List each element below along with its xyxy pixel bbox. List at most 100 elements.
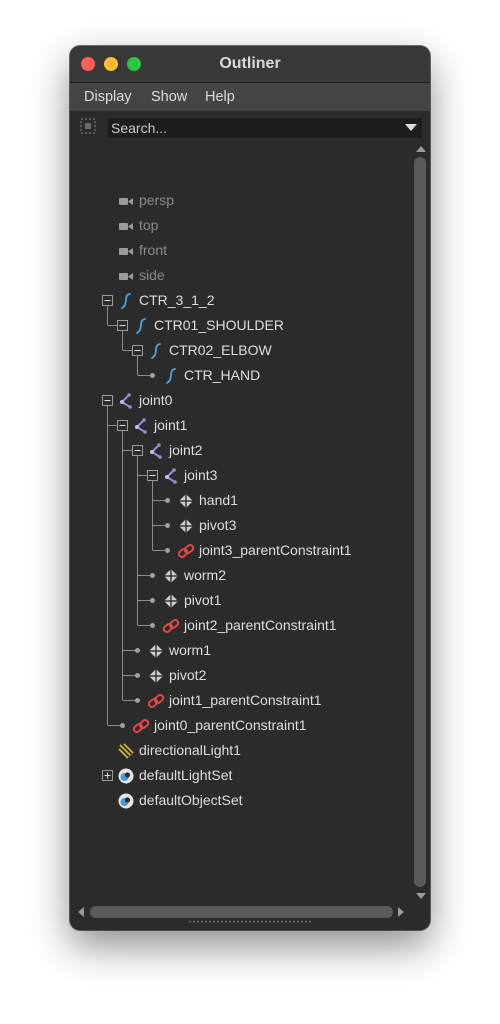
leaf-dot-icon bbox=[165, 498, 170, 503]
tree-row-label: front bbox=[139, 242, 168, 258]
collapse-icon[interactable] bbox=[132, 445, 143, 456]
tree-row-label: pivot2 bbox=[169, 667, 207, 683]
horizontal-scroll-thumb[interactable] bbox=[90, 906, 393, 918]
leaf-dot-icon bbox=[135, 673, 140, 678]
tree-row-label: CTR01_SHOULDER bbox=[154, 317, 284, 333]
tree-row[interactable]: CTR01_SHOULDER bbox=[70, 313, 410, 338]
tree-row[interactable]: joint3 bbox=[70, 463, 410, 488]
set-icon bbox=[117, 792, 135, 810]
camera-icon bbox=[117, 217, 135, 235]
resize-grip[interactable] bbox=[188, 920, 312, 923]
tree-row-label: joint1_parentConstraint1 bbox=[169, 692, 322, 708]
tree-row[interactable]: hand1 bbox=[70, 488, 410, 513]
scroll-right-icon[interactable] bbox=[398, 907, 404, 917]
curve-icon bbox=[117, 292, 135, 310]
tree-row-label: CTR02_ELBOW bbox=[169, 342, 272, 358]
collapse-icon[interactable] bbox=[102, 295, 113, 306]
locator-icon bbox=[177, 517, 195, 535]
menu-bar: Display Show Help bbox=[70, 83, 430, 111]
camera-icon bbox=[117, 192, 135, 210]
locator-icon bbox=[147, 642, 165, 660]
scroll-up-icon[interactable] bbox=[416, 146, 426, 152]
tree-row[interactable]: directionalLight1 bbox=[70, 738, 410, 763]
tree-row[interactable]: joint0_parentConstraint1 bbox=[70, 713, 410, 738]
tree-row[interactable]: side bbox=[70, 263, 410, 288]
tree-row[interactable]: joint0 bbox=[70, 388, 410, 413]
tree-row-label: joint3 bbox=[184, 467, 218, 483]
tree-row[interactable]: pivot2 bbox=[70, 663, 410, 688]
tree-row[interactable]: defaultLightSet bbox=[70, 763, 410, 788]
scroll-left-icon[interactable] bbox=[78, 907, 84, 917]
constraint-icon bbox=[147, 692, 165, 710]
tree-row-label: pivot1 bbox=[184, 592, 222, 608]
tree-row-label: side bbox=[139, 267, 165, 283]
leaf-dot-icon bbox=[120, 723, 125, 728]
minimize-button[interactable] bbox=[104, 57, 118, 71]
collapse-icon[interactable] bbox=[147, 470, 158, 481]
joint-icon bbox=[117, 392, 135, 410]
tree-row[interactable]: pivot3 bbox=[70, 513, 410, 538]
tree-row-label: joint1 bbox=[154, 417, 188, 433]
tree-row[interactable]: joint1 bbox=[70, 413, 410, 438]
tree-row[interactable]: worm2 bbox=[70, 563, 410, 588]
tree-row[interactable]: pivot1 bbox=[70, 588, 410, 613]
tree-row-label: pivot3 bbox=[199, 517, 237, 533]
curve-icon bbox=[132, 317, 150, 335]
expand-icon[interactable] bbox=[102, 770, 113, 781]
tree-row[interactable]: front bbox=[70, 238, 410, 263]
tree-row[interactable]: joint2 bbox=[70, 438, 410, 463]
title-bar[interactable]: Outliner bbox=[70, 46, 430, 83]
vertical-scrollbar[interactable] bbox=[410, 141, 430, 906]
close-button[interactable] bbox=[81, 57, 95, 71]
search-dropdown-icon[interactable] bbox=[405, 124, 417, 131]
collapse-icon[interactable] bbox=[117, 420, 128, 431]
locator-icon bbox=[177, 492, 195, 510]
constraint-icon bbox=[132, 717, 150, 735]
search-input[interactable] bbox=[111, 118, 396, 138]
joint-icon bbox=[162, 467, 180, 485]
leaf-dot-icon bbox=[135, 698, 140, 703]
window-title: Outliner bbox=[219, 55, 281, 72]
zoom-button[interactable] bbox=[127, 57, 141, 71]
vertical-scroll-thumb[interactable] bbox=[414, 157, 426, 887]
tree-row[interactable]: top bbox=[70, 213, 410, 238]
collapse-icon[interactable] bbox=[102, 395, 113, 406]
tree-row-label: joint3_parentConstraint1 bbox=[199, 542, 352, 558]
tree-row[interactable]: CTR02_ELBOW bbox=[70, 338, 410, 363]
tree-row-label: joint2 bbox=[169, 442, 203, 458]
tree-row[interactable]: joint3_parentConstraint1 bbox=[70, 538, 410, 563]
tree-row-label: worm1 bbox=[169, 642, 212, 658]
collapse-icon[interactable] bbox=[117, 320, 128, 331]
menu-display[interactable]: Display bbox=[84, 89, 132, 105]
set-icon bbox=[117, 767, 135, 785]
tree-row-label: joint0_parentConstraint1 bbox=[154, 717, 307, 733]
curve-icon bbox=[162, 367, 180, 385]
locator-icon bbox=[147, 667, 165, 685]
leaf-dot-icon bbox=[150, 623, 155, 628]
tree-row-label: hand1 bbox=[199, 492, 238, 508]
filter-icon[interactable] bbox=[80, 118, 96, 134]
menu-show[interactable]: Show bbox=[151, 89, 188, 105]
tree-row[interactable]: worm1 bbox=[70, 638, 410, 663]
tree-row[interactable]: defaultObjectSet bbox=[70, 788, 410, 813]
tree-row[interactable]: persp bbox=[70, 188, 410, 213]
scroll-down-icon[interactable] bbox=[416, 893, 426, 899]
tree-row-label: CTR_3_1_2 bbox=[139, 292, 215, 308]
tree-row[interactable]: CTR_3_1_2 bbox=[70, 288, 410, 313]
joint-icon bbox=[147, 442, 165, 460]
collapse-icon[interactable] bbox=[132, 345, 143, 356]
locator-icon bbox=[162, 567, 180, 585]
tree-row[interactable]: joint2_parentConstraint1 bbox=[70, 613, 410, 638]
tree-row[interactable]: CTR_HAND bbox=[70, 363, 410, 388]
leaf-dot-icon bbox=[150, 373, 155, 378]
search-field bbox=[108, 118, 422, 138]
tree-row[interactable]: joint1_parentConstraint1 bbox=[70, 688, 410, 713]
horizontal-scrollbar[interactable] bbox=[70, 904, 430, 922]
light-icon bbox=[117, 742, 135, 760]
menu-help[interactable]: Help bbox=[205, 89, 235, 105]
tree-row-label: defaultObjectSet bbox=[139, 792, 243, 808]
leaf-dot-icon bbox=[165, 523, 170, 528]
tree-row-label: joint0 bbox=[139, 392, 173, 408]
leaf-dot-icon bbox=[150, 573, 155, 578]
